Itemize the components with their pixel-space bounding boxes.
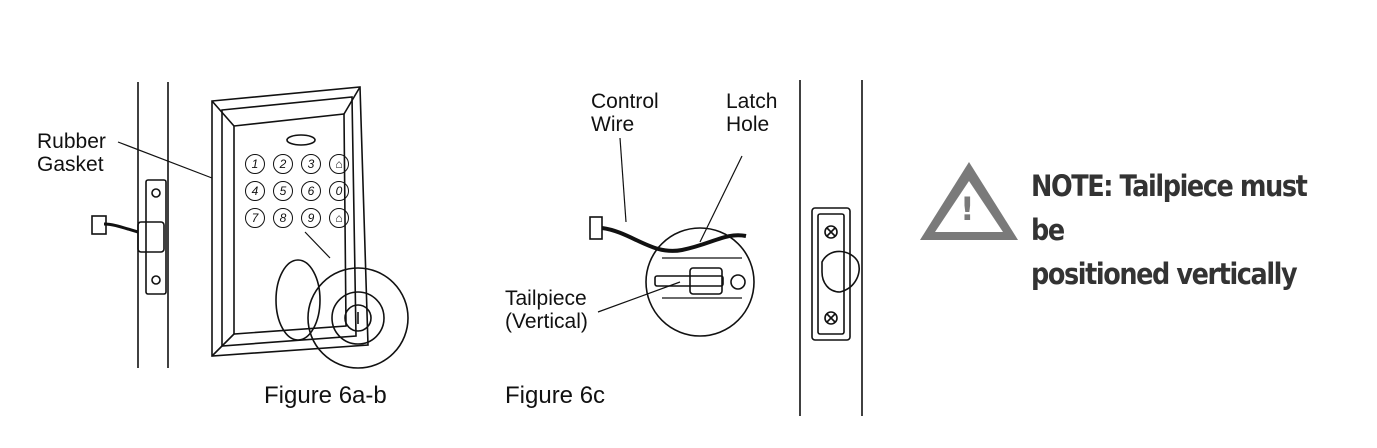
wire-connector-6c (589, 216, 603, 240)
latch-plate (145, 179, 167, 295)
door-knob (307, 267, 409, 369)
note-line-1: NOTE: Tailpiece must be (1031, 169, 1308, 247)
figure-6c-caption: Figure 6c (505, 382, 606, 409)
wire-connector (91, 215, 107, 235)
tailpiece (654, 275, 724, 287)
note-text: NOTE: Tailpiece must be positioned verti… (1031, 164, 1335, 296)
keyhole (344, 304, 372, 332)
brand-logo (286, 134, 316, 146)
keypad-key: 2 (273, 154, 293, 174)
keypad-key: 0 (329, 181, 349, 201)
keypad-key: 7 (245, 208, 265, 228)
keypad-key: 8 (273, 208, 293, 228)
strike-plate (811, 207, 851, 341)
keypad-key: 6 (301, 181, 321, 201)
magnified-view (645, 227, 755, 337)
gasket-leader (117, 141, 213, 179)
door-knob-rim (275, 259, 321, 341)
note-line-2: positioned vertically (1031, 257, 1298, 291)
control-wire-label: Control Wire (591, 90, 659, 136)
control-wire-6c (601, 226, 747, 253)
keypad-key: 3 (301, 154, 321, 174)
keypad-escutcheon (211, 86, 369, 357)
latch-hole-label: Latch Hole (726, 90, 778, 136)
tailpiece-label: Tailpiece (Vertical) (505, 287, 588, 333)
rubber-gasket-label: Rubber Gasket (37, 130, 106, 176)
keypad-key: 4 (245, 181, 265, 201)
latch-bolt (821, 250, 860, 293)
keypad-key: 5 (273, 181, 293, 201)
figure-6ab-caption: Figure 6a-b (264, 382, 387, 409)
warning-exclamation: ! (960, 190, 975, 228)
keypad-key: 9 (301, 208, 321, 228)
keypad-key: 1 (245, 154, 265, 174)
keypad-key: ⌂ (329, 154, 349, 174)
keypad-key: ⌂ (329, 208, 349, 228)
